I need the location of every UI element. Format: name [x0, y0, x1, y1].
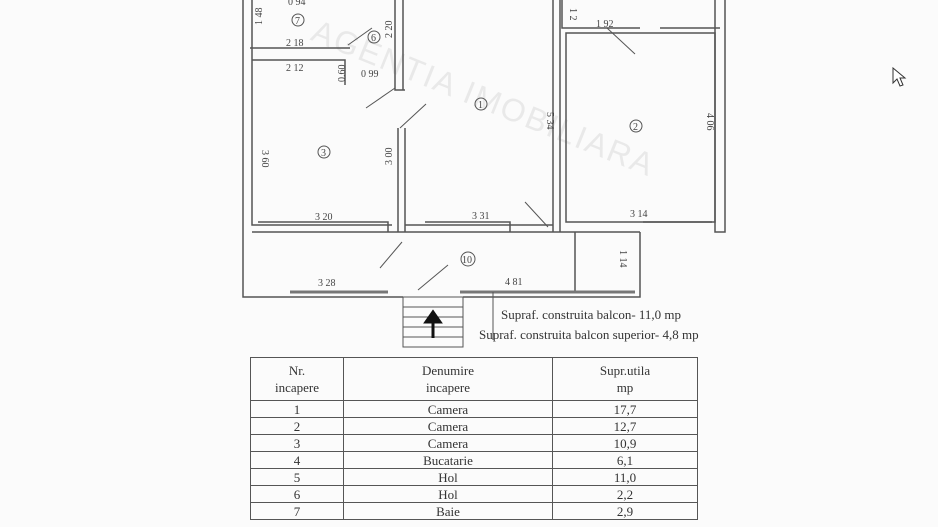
- svg-text:2 18: 2 18: [286, 38, 304, 49]
- svg-text:1 14: 1 14: [617, 250, 628, 268]
- room-6-label: 6: [371, 33, 376, 44]
- dimensions: 0 94 1 48 2 18 2 20 2 12 0.60 0 99 5 34 …: [254, 0, 715, 289]
- svg-text:2 12: 2 12: [286, 63, 304, 74]
- svg-text:1 92: 1 92: [596, 19, 614, 30]
- room-1-label: 1: [478, 100, 483, 111]
- mouse-cursor-icon: [892, 67, 907, 87]
- svg-text:0 99: 0 99: [361, 69, 379, 80]
- svg-text:5 34: 5 34: [544, 112, 555, 130]
- svg-text:3 14: 3 14: [630, 209, 648, 220]
- svg-text:4 81: 4 81: [505, 277, 523, 288]
- svg-text:3 28: 3 28: [318, 278, 336, 289]
- door-swings: [347, 27, 636, 340]
- room-7-label: 7: [295, 16, 300, 27]
- room-10-label: 10: [462, 255, 472, 266]
- svg-text:2 20: 2 20: [384, 21, 395, 39]
- svg-text:3 20: 3 20: [315, 212, 333, 223]
- room-numbers: 7 6 1 2 3 10: [291, 13, 643, 267]
- balcony-area-note: Supraf. construita balcon- 11,0 mp: [501, 307, 681, 322]
- svg-text:1 2: 1 2: [567, 8, 578, 21]
- room-3-label: 3: [321, 148, 326, 159]
- svg-text:0.60: 0.60: [337, 65, 348, 83]
- svg-text:0 94: 0 94: [288, 0, 306, 8]
- upper-balcony-area-note: Supraf. construita balcon superior- 4,8 …: [479, 327, 699, 342]
- walls: [242, 0, 726, 298]
- svg-text:3 00: 3 00: [384, 148, 395, 166]
- arrow-up-icon: [423, 309, 443, 338]
- svg-text:3 31: 3 31: [472, 211, 490, 222]
- svg-text:3 60: 3 60: [259, 150, 270, 168]
- floor-plan: 7 6 1 2 3 10 0 94 1 48 2 18 2 20 2 12 0.…: [242, 0, 726, 348]
- room-2-label: 2: [633, 122, 638, 133]
- svg-text:1 48: 1 48: [254, 8, 265, 26]
- svg-text:4 06: 4 06: [704, 113, 715, 131]
